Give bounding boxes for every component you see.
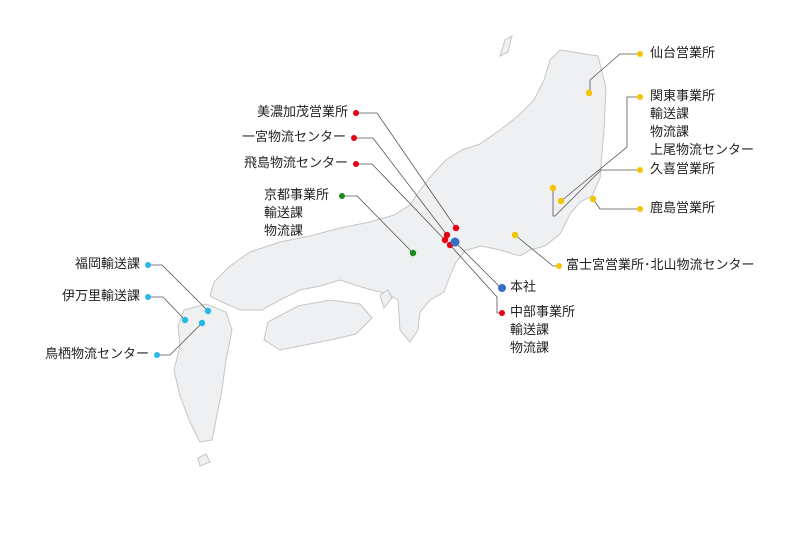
leader-sendai bbox=[589, 53, 640, 93]
dot-imari-label bbox=[145, 294, 151, 300]
label-kyoto-sub1: 輸送課 bbox=[264, 206, 304, 221]
dot-ichinomiya bbox=[443, 231, 451, 239]
label-kanto-sub1: 輸送課 bbox=[650, 107, 690, 122]
dot-kuki bbox=[549, 184, 557, 192]
sado-shape bbox=[499, 34, 513, 57]
label-kyoto-name: 京都事業所 bbox=[264, 188, 330, 203]
dot-minokamo-label bbox=[353, 110, 359, 116]
dot-minokamo bbox=[452, 224, 460, 232]
dot-kyoto bbox=[409, 249, 417, 257]
label-imari: 伊万里輸送課 bbox=[61, 289, 140, 304]
label-kanto-sub3: 上尾物流センター bbox=[650, 143, 755, 158]
label-kyoto: 京都事業所 輸送課 物流課 bbox=[264, 187, 329, 241]
dot-fujinomiya bbox=[511, 231, 519, 239]
label-chubu-sub1: 輸送課 bbox=[510, 323, 550, 338]
leader-imari bbox=[148, 296, 186, 321]
leader-kashima bbox=[592, 198, 640, 210]
dot-hq-label bbox=[498, 284, 506, 292]
dot-kashima-label bbox=[637, 206, 643, 212]
dot-tosu bbox=[198, 319, 206, 327]
label-chubu-name: 中部事業所 bbox=[510, 305, 576, 320]
leader-tosu bbox=[157, 322, 203, 356]
label-kanto: 関東事業所 輸送課 物流課 上尾物流センター bbox=[650, 88, 754, 160]
honshu-shape bbox=[209, 49, 607, 343]
leader-fukuoka bbox=[148, 264, 209, 312]
label-tobishima: 飛島物流センター bbox=[243, 156, 348, 171]
label-sendai: 仙台営業所 bbox=[650, 46, 716, 61]
dot-kuki-label bbox=[637, 167, 643, 173]
leader-ichinomiya bbox=[354, 137, 448, 236]
label-kanto-sub2: 物流課 bbox=[650, 125, 690, 140]
yakushima-shape bbox=[197, 453, 211, 467]
dot-sendai bbox=[585, 89, 593, 97]
label-kuki: 久喜営業所 bbox=[650, 162, 716, 177]
label-chubu-sub2: 物流課 bbox=[510, 341, 550, 356]
label-kanto-name: 関東事業所 bbox=[650, 89, 716, 104]
dot-fukuoka-label bbox=[145, 262, 151, 268]
kyushu-shape bbox=[173, 303, 233, 443]
leader-minokamo bbox=[356, 112, 457, 229]
leader-kuki bbox=[552, 169, 640, 217]
dot-fukuoka bbox=[204, 307, 212, 315]
label-fujinomiya: 富士宮営業所･北山物流センター bbox=[566, 258, 755, 273]
leader-lines bbox=[148, 53, 640, 356]
dot-kashima bbox=[589, 195, 597, 203]
dot-ichinomiya-label bbox=[351, 135, 357, 141]
shikoku-shape bbox=[263, 299, 373, 351]
dot-fujinomiya-label bbox=[556, 263, 562, 269]
label-chubu: 中部事業所 輸送課 物流課 bbox=[510, 304, 575, 358]
label-kyoto-sub2: 物流課 bbox=[264, 224, 304, 239]
dot-imari bbox=[181, 316, 189, 324]
leader-tobishima bbox=[356, 163, 446, 241]
dot-chubu-label bbox=[499, 310, 505, 316]
leader-kanto bbox=[560, 96, 640, 202]
dot-kyoto-label bbox=[339, 193, 345, 199]
dot-tobishima-label bbox=[353, 161, 359, 167]
dot-tobishima bbox=[441, 236, 449, 244]
dot-kanto-label bbox=[637, 94, 643, 100]
location-dots bbox=[145, 51, 643, 358]
label-fukuoka: 福岡輸送課 bbox=[74, 257, 140, 272]
label-minokamo: 美濃加茂営業所 bbox=[256, 105, 348, 120]
awaji-shape bbox=[379, 289, 393, 310]
label-hq: 本社 bbox=[510, 280, 537, 295]
label-tosu: 鳥栖物流センター bbox=[44, 347, 149, 362]
label-ichinomiya: 一宮物流センター bbox=[241, 130, 346, 145]
dot-sendai-label bbox=[637, 51, 643, 57]
leader-hq bbox=[454, 241, 502, 289]
dot-tosu-label bbox=[154, 352, 160, 358]
dot-kanto bbox=[557, 197, 565, 205]
dot-hq bbox=[450, 237, 460, 247]
leader-kyoto bbox=[342, 195, 414, 254]
label-kashima: 鹿島営業所 bbox=[650, 201, 716, 216]
